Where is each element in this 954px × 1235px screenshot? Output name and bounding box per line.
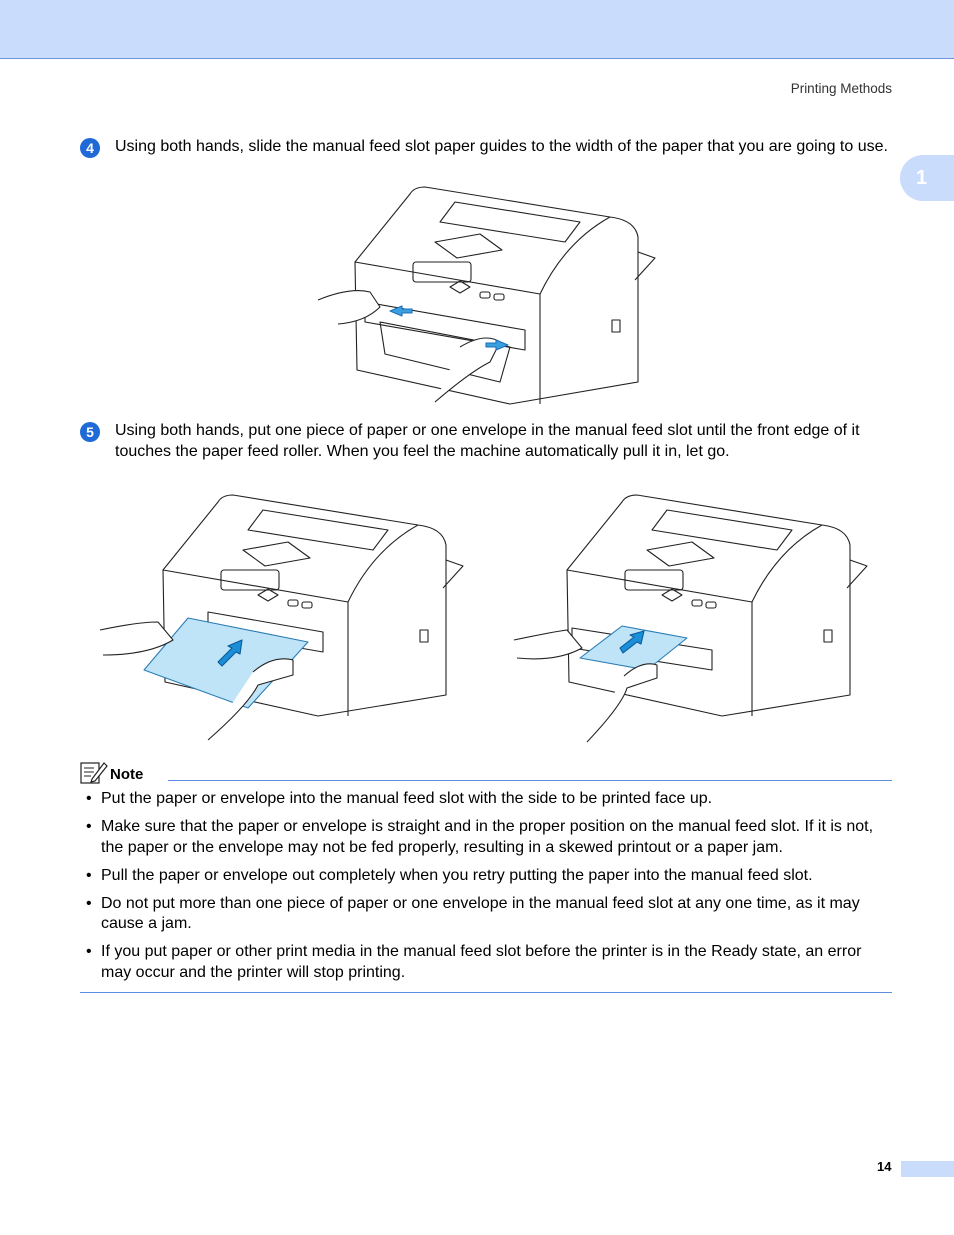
note-divider bbox=[168, 780, 892, 781]
step-4: 4 Using both hands, slide the manual fee… bbox=[80, 137, 892, 158]
printer-paper-guides-illustration bbox=[317, 186, 656, 405]
note-label: Note bbox=[110, 766, 144, 783]
note-header: Note bbox=[80, 760, 892, 784]
note-pencil-icon bbox=[80, 762, 108, 784]
note-item: Do not put more than one piece of paper … bbox=[86, 894, 892, 935]
step-number-badge: 4 bbox=[80, 138, 100, 158]
step-text: Using both hands, put one piece of paper… bbox=[115, 422, 860, 460]
section-title: Printing Methods bbox=[790, 81, 892, 96]
page-number: 14 bbox=[877, 1159, 892, 1174]
step-text: Using both hands, slide the manual feed … bbox=[115, 138, 888, 155]
note-item: Put the paper or envelope into the manua… bbox=[86, 789, 892, 810]
printer-insert-paper-illustration bbox=[99, 494, 464, 741]
header-band bbox=[0, 0, 954, 59]
page-number-tab bbox=[901, 1161, 954, 1177]
note-item: Make sure that the paper or envelope is … bbox=[86, 817, 892, 858]
step-number-badge: 5 bbox=[80, 422, 100, 442]
note-item: Pull the paper or envelope out completel… bbox=[86, 866, 892, 887]
step-5: 5 Using both hands, put one piece of pap… bbox=[80, 421, 892, 462]
printer-paper-feeding-illustration bbox=[513, 494, 868, 743]
chapter-tab: 1 bbox=[900, 155, 954, 201]
note-end-divider bbox=[80, 992, 892, 993]
note-list: Put the paper or envelope into the manua… bbox=[86, 789, 892, 991]
note-item: If you put paper or other print media in… bbox=[86, 942, 892, 983]
